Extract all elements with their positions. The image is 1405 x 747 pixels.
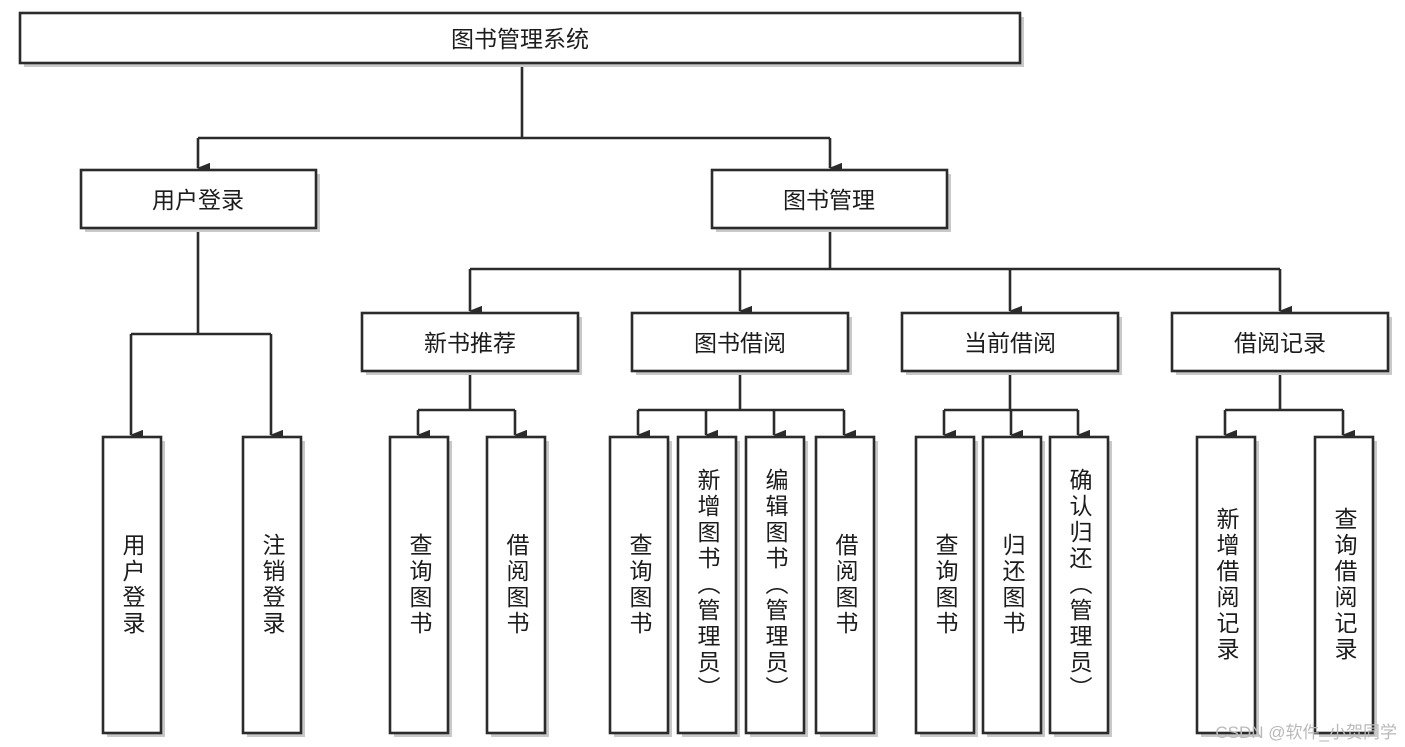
node-leaf-user-login[interactable]: 用户登录 [101,435,165,737]
node-new-book-recommend-box [360,311,580,373]
node-leaf-cur-query-book-label: 查询图书 [932,533,959,637]
node-leaf-borrow-edit-book[interactable]: 编辑图书（管理员） [744,435,808,737]
node-leaf-rec-query-record-box [1313,435,1375,735]
node-leaf-rec-borrow-book[interactable]: 借阅图书 [485,435,549,737]
node-user-login-box [79,168,318,230]
node-root[interactable]: 图书管理系统 [18,11,1024,67]
node-leaf-rec-borrow-book-label: 借阅图书 [503,533,530,637]
node-leaf-user-login-label: 用户登录 [119,533,146,637]
node-current-borrow[interactable]: 当前借阅 [900,311,1122,375]
node-borrow-record-label: 借阅记录 [1234,330,1326,356]
node-leaf-borrow-query-book-label: 查询图书 [626,533,653,637]
node-borrow-record-box [1170,311,1390,373]
node-borrow-record[interactable]: 借阅记录 [1170,311,1392,375]
node-leaf-user-logout[interactable]: 注销登录 [241,435,305,737]
node-leaf-cur-return-book-label: 归还图书 [999,533,1026,637]
node-leaf-borrow-query-book[interactable]: 查询图书 [608,435,672,737]
node-leaf-borrow-borrow-book[interactable]: 借阅图书 [814,435,878,737]
node-leaf-borrow-borrow-book-label: 借阅图书 [832,533,859,637]
node-leaf-rec-query-record[interactable]: 查询借阅记录 [1313,435,1377,737]
node-book-manage[interactable]: 图书管理 [710,168,951,232]
node-leaf-rec-add-record[interactable]: 新增借阅记录 [1195,435,1259,737]
node-leaf-user-logout-box [241,435,303,735]
node-leaf-rec-query-book-box [388,435,450,735]
node-leaf-cur-confirm-return[interactable]: 确认归还（管理员） [1048,435,1112,737]
node-current-borrow-label: 当前借阅 [964,330,1056,356]
node-leaf-rec-query-record-label: 查询借阅记录 [1331,507,1358,663]
node-leaf-rec-add-record-box [1195,435,1257,735]
node-book-manage-label: 图书管理 [783,187,875,213]
node-leaf-cur-query-book-box [914,435,976,735]
connector-layer [129,67,1355,441]
node-leaf-rec-query-book[interactable]: 查询图书 [388,435,452,737]
node-book-borrow[interactable]: 图书借阅 [630,311,852,375]
node-leaf-cur-confirm-return-label: 确认归还（管理员） [1066,468,1093,702]
node-book-borrow-box [630,311,850,373]
node-leaf-borrow-add-book-label: 新增图书（管理员） [694,468,721,702]
node-leaf-cur-confirm-return-box [1048,435,1110,735]
node-book-borrow-label: 图书借阅 [694,330,786,356]
node-leaf-cur-query-book[interactable]: 查询图书 [914,435,978,737]
node-leaf-borrow-query-book-box [608,435,670,735]
node-root-box [18,11,1022,65]
node-user-login-label: 用户登录 [152,187,244,213]
node-leaf-borrow-borrow-book-box [814,435,876,735]
node-leaf-cur-return-book-box [981,435,1043,735]
node-current-borrow-box [900,311,1120,373]
node-leaf-rec-borrow-book-box [485,435,547,735]
node-leaf-cur-return-book[interactable]: 归还图书 [981,435,1045,737]
node-leaf-borrow-add-book[interactable]: 新增图书（管理员） [676,435,740,737]
node-user-login[interactable]: 用户登录 [79,168,320,232]
node-leaf-user-login-box [101,435,163,735]
node-book-manage-box [710,168,949,230]
node-leaf-rec-add-record-label: 新增借阅记录 [1213,507,1240,663]
node-leaf-rec-query-book-label: 查询图书 [406,533,433,637]
node-leaf-borrow-edit-book-label: 编辑图书（管理员） [762,468,789,702]
node-root-label: 图书管理系统 [451,26,589,52]
node-leaf-borrow-add-book-box [676,435,738,735]
node-new-book-recommend-label: 新书推荐 [424,330,516,356]
node-new-book-recommend[interactable]: 新书推荐 [360,311,582,375]
node-leaf-borrow-edit-book-box [744,435,806,735]
node-leaf-user-logout-label: 注销登录 [259,533,286,637]
